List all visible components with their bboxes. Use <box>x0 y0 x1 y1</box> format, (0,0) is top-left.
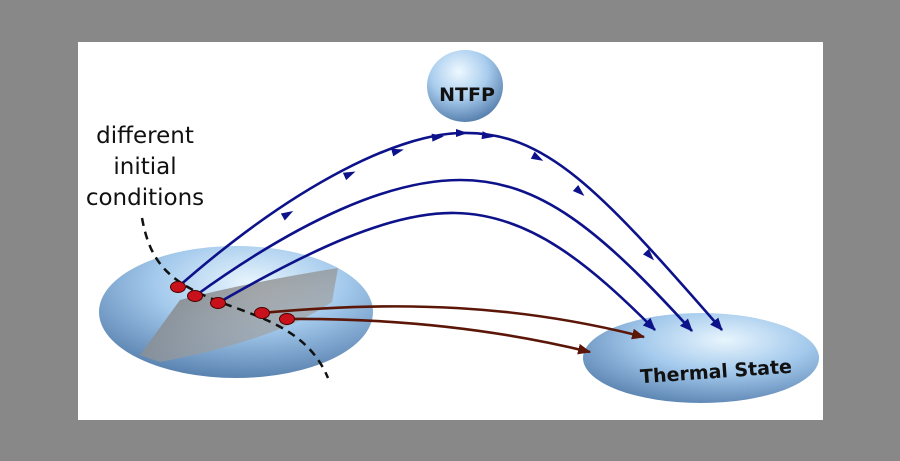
red-dot-icon <box>254 307 270 319</box>
initial-plane <box>140 268 338 362</box>
initial-conditions-label: different initial conditions <box>70 121 220 214</box>
initial-label-line-2: initial <box>113 154 177 180</box>
arrowhead-icon <box>642 248 655 261</box>
arrowhead-icon <box>342 171 356 181</box>
red-dot-icon <box>279 313 295 325</box>
blue-trajectory-middle <box>194 178 693 332</box>
initial-label-line-3: conditions <box>85 185 205 211</box>
arrowhead-icon <box>572 185 585 197</box>
arrowhead-icon <box>530 151 544 161</box>
arrowhead-icon <box>280 211 294 221</box>
arrowhead-icon <box>391 148 404 157</box>
arrowhead-icon <box>456 129 468 137</box>
arrowhead-icon <box>481 131 494 140</box>
red-dot-icon <box>210 297 226 309</box>
ntfp-label: NTFP <box>439 84 495 106</box>
initial-conditions-dashed-curve <box>140 217 330 379</box>
brown-trajectory-lower <box>286 317 592 355</box>
ntfp-sphere <box>427 50 503 122</box>
blue-trajectory-inner <box>217 211 656 331</box>
trajectory-arrowheads <box>280 129 655 261</box>
brown-trajectory-upper <box>261 305 646 340</box>
red-dot-icon <box>187 290 203 302</box>
red-dot-icon <box>170 281 186 293</box>
arrowhead-icon <box>431 133 444 142</box>
initial-label-line-1: different <box>96 123 194 149</box>
initial-points <box>170 281 295 325</box>
